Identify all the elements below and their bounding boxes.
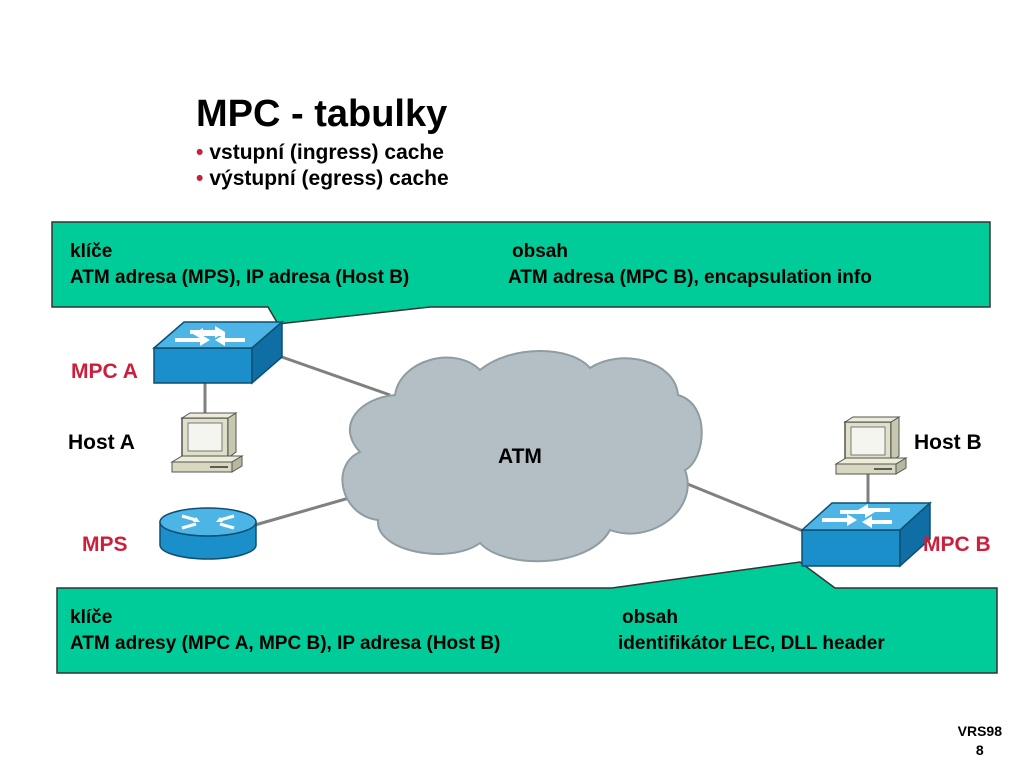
egress-box-shape [56,561,998,674]
mps-label: MPS [82,533,128,556]
mpc-b-switch-icon [800,501,932,568]
egress-content-header: obsah [622,607,678,628]
footer-page-number: 8 [975,742,984,758]
atm-label: ATM [498,445,542,468]
atm-cloud [341,350,703,563]
ingress-key-value: ATM adresa (MPS), IP adresa (Host B) [70,267,410,288]
bullet-item: •vstupní (ingress) cache [196,140,449,166]
host-b-computer-icon [834,416,908,475]
slide-footer: VRS98 8 [958,722,1002,760]
egress-key-value: ATM adresy (MPC A, MPC B), IP adresa (Ho… [70,633,501,654]
host-a-label: Host A [68,431,135,454]
bullet-list: •vstupní (ingress) cache •výstupní (egre… [196,140,449,192]
link-mpc-a-atm [261,348,391,397]
link-atm-mpc-b [684,481,819,539]
mpc-a-switch-icon [151,320,285,385]
egress-key-header: klíče [70,607,113,628]
ingress-content-header: obsah [512,241,568,262]
bullet-dot-icon: • [196,141,204,164]
bullet-dot-icon: • [196,167,204,190]
mpc-b-label: MPC B [923,533,991,556]
ingress-box-shape [51,221,991,325]
bullet-text: vstupní (ingress) cache [209,141,444,164]
host-a-computer-icon [170,412,244,473]
ingress-content-value: ATM adresa (MPC B), encapsulation info [508,267,872,288]
host-b-label: Host B [914,431,982,454]
slide-title: MPC - tabulky [196,93,448,135]
mpc-a-label: MPC A [71,360,138,383]
mps-router-icon [159,507,257,560]
ingress-key-header: klíče [70,241,113,262]
footer-code: VRS98 [957,723,1002,739]
bullet-text: výstupní (egress) cache [209,167,449,190]
bullet-item: •výstupní (egress) cache [196,166,449,192]
egress-content-value: identifikátor LEC, DLL header [618,633,885,654]
